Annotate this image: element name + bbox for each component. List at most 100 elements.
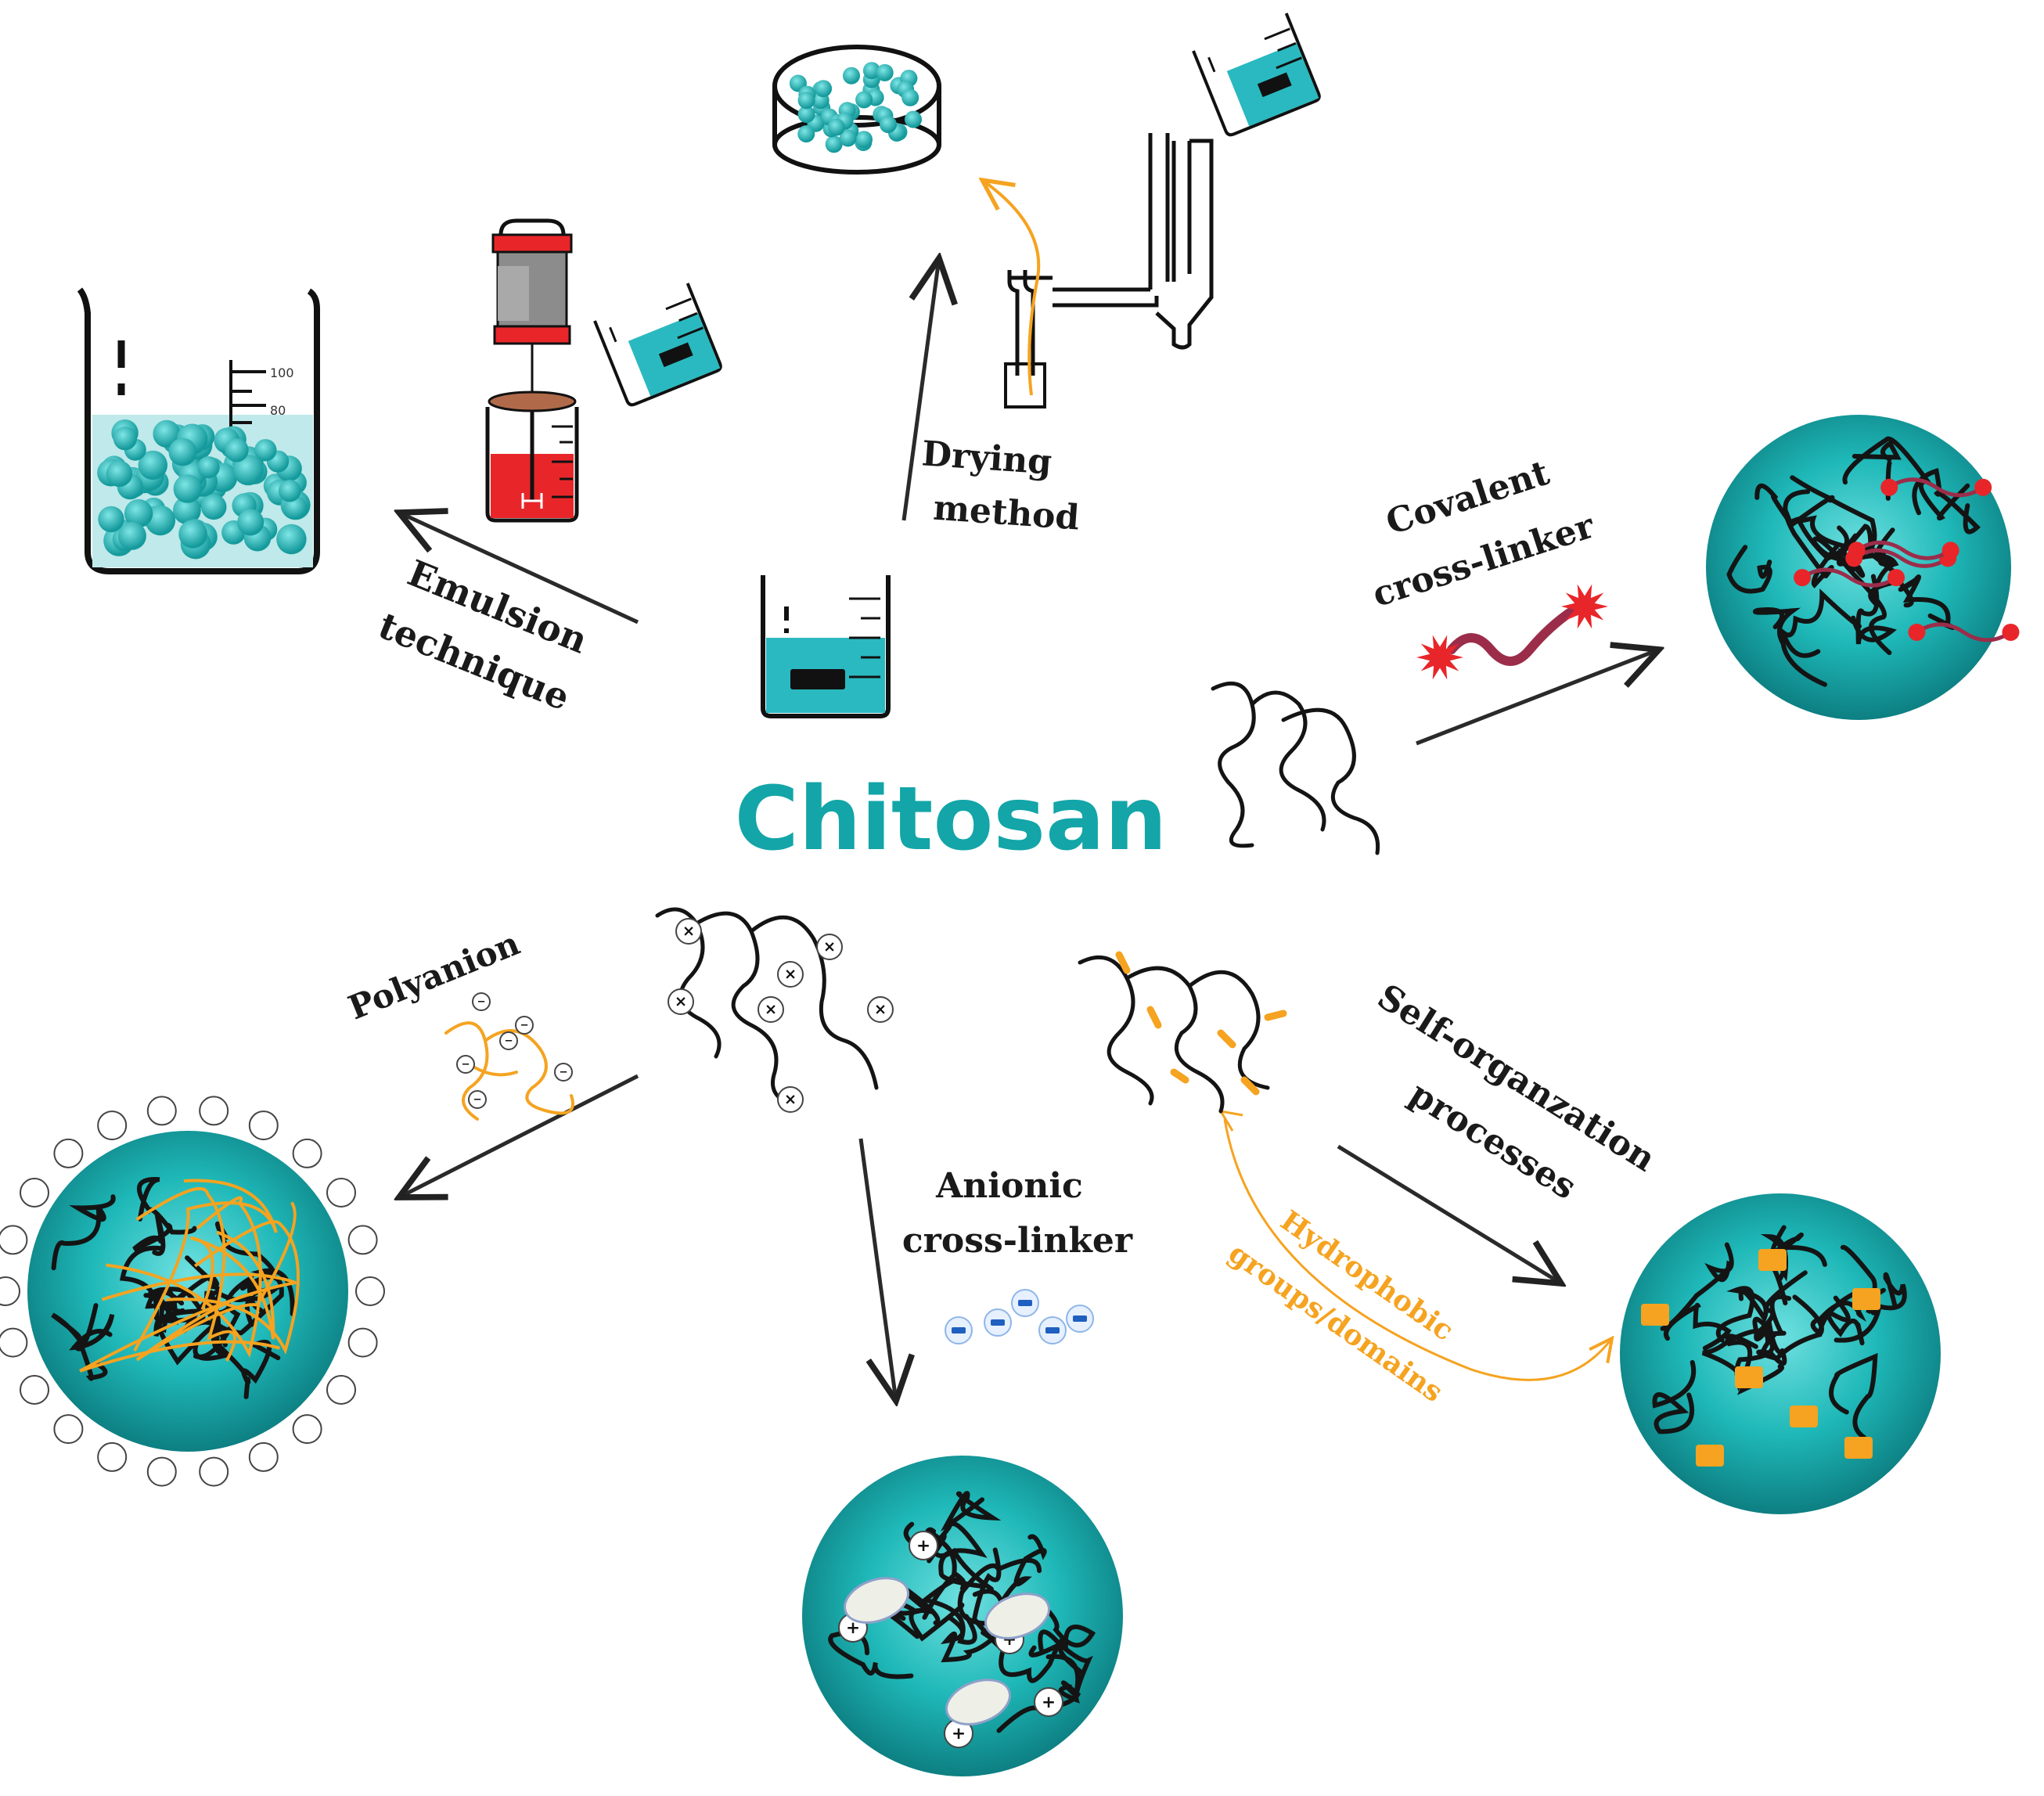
charge-sign: × xyxy=(682,922,695,940)
charge-sign: − xyxy=(473,1094,481,1106)
pour-beaker-icon xyxy=(593,283,722,407)
bead xyxy=(197,456,220,479)
charge-sign: − xyxy=(207,0,221,5)
bead xyxy=(855,91,873,109)
bead xyxy=(843,67,860,85)
charge-badge xyxy=(816,934,843,960)
bead xyxy=(173,496,201,524)
polymer-strand xyxy=(1756,1291,1856,1366)
charge-sign: − xyxy=(300,0,315,5)
charge-badge xyxy=(326,1375,356,1405)
charge-badge xyxy=(53,1138,84,1168)
charge-badge xyxy=(472,992,491,1011)
polymer-strand xyxy=(1789,515,1853,561)
label-anionic: Anionic cross-linker xyxy=(902,1166,1133,1261)
bead xyxy=(173,474,202,503)
polymer-strand xyxy=(69,1303,115,1351)
bead xyxy=(827,118,845,136)
charge-badge xyxy=(97,1441,128,1472)
hydrophobic-domain xyxy=(1696,1445,1724,1467)
anionic-linker-icons xyxy=(945,1289,1094,1344)
covalent-bond xyxy=(1916,622,2012,642)
covalent-bond xyxy=(1855,540,1952,560)
charge-sign: − xyxy=(356,0,370,5)
polyanion-strand xyxy=(79,1272,297,1373)
hydrophobic-domain xyxy=(1641,1304,1669,1326)
bead xyxy=(113,427,137,451)
bead xyxy=(880,116,897,134)
bead xyxy=(825,135,843,153)
arrow-anionic xyxy=(858,1138,896,1401)
charge-sign: + xyxy=(155,0,169,5)
svg-text:Drying: Drying xyxy=(920,434,1053,482)
crosslink-node xyxy=(1974,478,1992,496)
polymer-strand xyxy=(1752,607,1827,687)
polymer-strand xyxy=(1043,1606,1096,1676)
charge-sign: − xyxy=(105,0,119,5)
bead xyxy=(200,494,227,520)
charge-sign: + xyxy=(257,0,271,5)
charge-sign: + xyxy=(363,0,377,5)
anion-sign xyxy=(991,1319,1005,1326)
tick-80: 80 xyxy=(270,403,286,418)
hydrophobic-domain xyxy=(1844,1437,1873,1459)
polymer-strand xyxy=(1826,1295,1865,1346)
crosslink-node xyxy=(1941,542,1959,560)
charge-badge xyxy=(199,1456,229,1487)
arrow-drying xyxy=(901,258,939,521)
bead xyxy=(855,131,873,149)
bead xyxy=(862,62,880,80)
charged-chain-icon xyxy=(655,907,879,1106)
charge-sign: − xyxy=(520,1020,528,1031)
arrow-covalent xyxy=(1416,650,1659,746)
petri-dish-icon xyxy=(772,45,941,175)
charge-badge xyxy=(53,1414,84,1445)
bead xyxy=(797,106,815,124)
charge-sign: + xyxy=(334,0,348,5)
anion-sign xyxy=(952,1327,966,1334)
polymer-strand xyxy=(919,1571,977,1645)
label-selforg: Self-organzation processes xyxy=(1370,977,1662,1208)
polymer-strand xyxy=(940,1491,1002,1531)
bead xyxy=(145,505,176,536)
charge-sign: − xyxy=(27,0,41,5)
label-hydrophobic: Hydrophobic groups/domains xyxy=(1222,1204,1459,1409)
charge-badge xyxy=(0,1276,20,1306)
label-covalent: Covalent cross-linker xyxy=(1368,452,1600,614)
bead xyxy=(276,524,307,555)
arrow-hydrophobic xyxy=(1223,1118,1612,1381)
polymer-strand xyxy=(1851,440,1902,501)
polymer-strand xyxy=(51,1312,108,1381)
charge-sign: − xyxy=(0,0,13,5)
polymer-strand xyxy=(988,1534,1047,1625)
charge-badge xyxy=(668,988,694,1015)
crosslink-node xyxy=(1887,569,1905,587)
polymer-strand xyxy=(1833,1244,1881,1343)
crosslink-node xyxy=(1794,569,1812,587)
polymer-strand xyxy=(1726,545,1772,594)
charge-badge xyxy=(292,1138,322,1168)
anion-sign xyxy=(1018,1300,1032,1306)
polymer-strand xyxy=(1652,1359,1697,1434)
bead xyxy=(168,437,197,466)
polymer-strand xyxy=(1038,1629,1093,1704)
center-title: Chitosan xyxy=(735,768,1168,870)
polymer-strand xyxy=(1754,483,1835,529)
nanoparticle-polyanion-icon: +−+−+−+−+−+−+−+−+−+−+− xyxy=(0,0,385,1487)
polyanion-strand xyxy=(133,1179,278,1352)
homogenizer-icon xyxy=(485,218,579,523)
polyanion-strand xyxy=(135,1186,236,1362)
hydrophobic-domain xyxy=(1735,1366,1763,1388)
crosslink-node xyxy=(1848,542,1866,560)
svg-text:method: method xyxy=(932,488,1081,538)
charge-sign: × xyxy=(784,965,797,983)
anion-cluster xyxy=(844,1577,909,1624)
bead xyxy=(254,439,277,462)
charge-badge xyxy=(199,1096,229,1126)
arrow-emulsion xyxy=(399,513,639,624)
charge-badge xyxy=(355,1276,385,1306)
charge-badge xyxy=(554,1063,573,1082)
polymer-strand xyxy=(1837,527,1895,567)
charge-sign: + xyxy=(916,1536,930,1556)
